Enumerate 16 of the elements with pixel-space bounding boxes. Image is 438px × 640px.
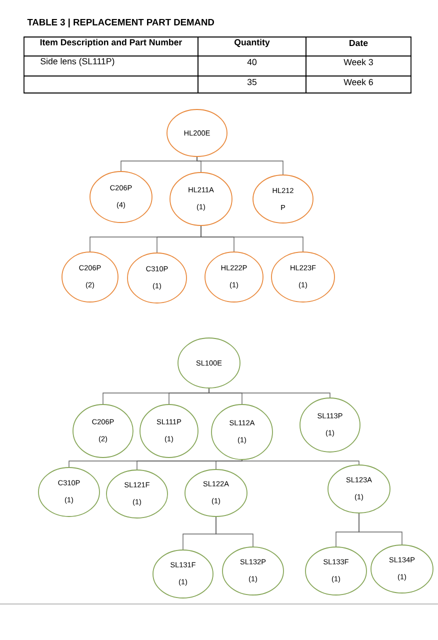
- connector-line: [200, 226, 304, 252]
- table-header-cell: Item Description and Part Number: [24, 36, 198, 56]
- table-cell: Week 3: [306, 56, 412, 76]
- connector-line: [216, 516, 254, 547]
- table-header-cell: Quantity: [198, 36, 306, 56]
- connector-line: [242, 460, 360, 465]
- connector-line: [358, 513, 402, 545]
- table-cell: Side lens (SL111P): [24, 56, 198, 76]
- table-cell: Week 6: [306, 76, 412, 94]
- connector-line: [196, 156, 284, 175]
- table-cell: 40: [198, 56, 306, 76]
- connector-line: [208, 388, 330, 398]
- table-cell: 35: [198, 76, 306, 94]
- table-title: TABLE 3 | REPLACEMENT PART DEMAND: [27, 18, 214, 28]
- connector-line: [216, 460, 242, 470]
- table-header-cell: Date: [306, 36, 412, 56]
